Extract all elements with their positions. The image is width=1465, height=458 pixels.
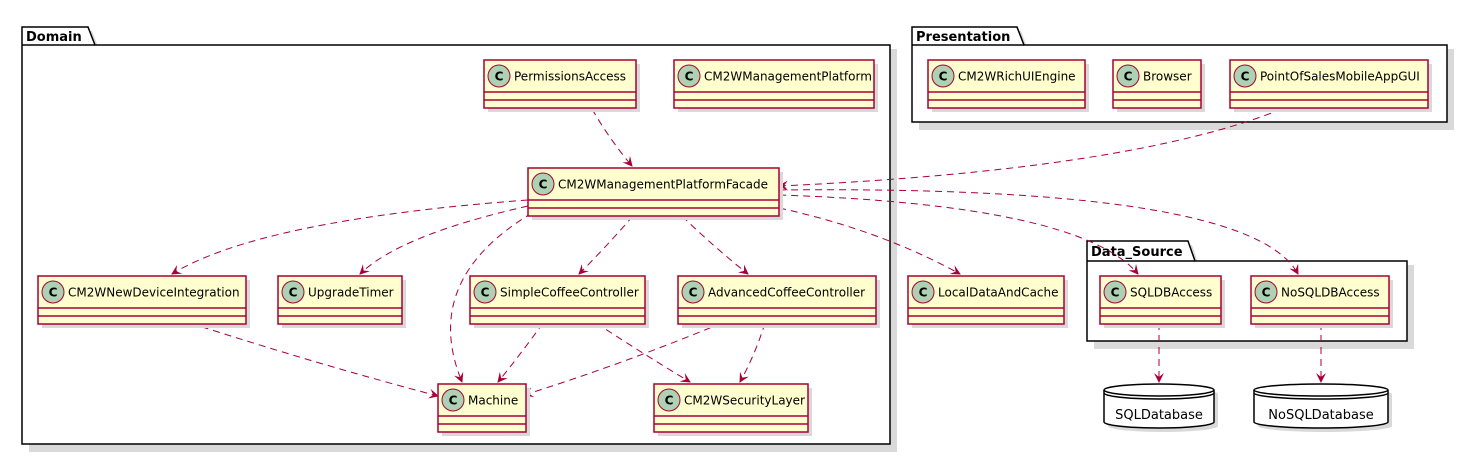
class-stereotype-letter: C xyxy=(1241,70,1250,84)
edge-simple-controller-to-security-layer xyxy=(595,322,691,383)
class-name: LocalDataAndCache xyxy=(938,286,1059,300)
edge-simple-controller-to-machine xyxy=(497,322,544,383)
class-management-platform[interactable]: C CM2WManagementPlatform xyxy=(673,59,878,112)
class-name: CM2WSecurityLayer xyxy=(684,394,805,408)
class-name: AdvancedCoffeeController xyxy=(708,286,865,300)
class-stereotype-icon xyxy=(657,388,681,412)
class-name: Browser xyxy=(1143,70,1192,84)
edge-facade-to-local-data xyxy=(778,207,961,275)
class-stereotype-letter: C xyxy=(1262,286,1271,300)
class-stereotype-icon xyxy=(531,172,555,196)
class-advanced-coffee-controller[interactable]: C AdvancedCoffeeController xyxy=(677,275,880,328)
class-stereotype-icon xyxy=(441,388,465,412)
class-stereotype-icon xyxy=(1116,64,1140,88)
edge-facade-to-upgrade-timer xyxy=(359,205,529,275)
class-upgrade-timer[interactable]: C UpgradeTimer xyxy=(277,275,406,328)
edge-facade-to-sqldb-access xyxy=(778,194,1139,275)
class-stereotype-icon xyxy=(681,280,705,304)
class-stereotype-letter: C xyxy=(449,394,458,408)
database-nosql[interactable]: NoSQLDatabase xyxy=(1253,383,1392,432)
class-stereotype-letter: C xyxy=(49,286,58,300)
class-stereotype-icon xyxy=(677,64,701,88)
class-local-data-and-cache[interactable]: C LocalDataAndCache xyxy=(907,275,1068,328)
class-name: CM2WManagementPlatformFacade xyxy=(558,178,768,192)
class-stereotype-icon xyxy=(1103,280,1127,304)
class-sqldb-access[interactable]: C SQLDBAccess xyxy=(1099,275,1225,328)
class-machine[interactable]: C Machine xyxy=(437,383,530,436)
class-stereotype-icon xyxy=(487,64,511,88)
class-security-layer[interactable]: C CM2WSecurityLayer xyxy=(653,383,812,436)
class-stereotype-letter: C xyxy=(1124,70,1133,84)
class-stereotype-icon xyxy=(911,280,935,304)
class-stereotype-icon xyxy=(1254,280,1278,304)
class-stereotype-letter: C xyxy=(481,286,490,300)
edge-permissions-to-facade xyxy=(591,108,633,167)
dependency-edges xyxy=(171,108,1326,399)
package-title-data-source: Data_Source xyxy=(1091,245,1183,260)
class-simple-coffee-controller[interactable]: C SimpleCoffeeController xyxy=(469,275,649,328)
class-name: Machine xyxy=(468,394,518,408)
database-sql[interactable]: SQLDatabase xyxy=(1103,383,1218,432)
class-stereotype-letter: C xyxy=(495,70,504,84)
edge-advanced-controller-to-machine xyxy=(523,322,723,398)
class-permissions-access[interactable]: C PermissionsAccess xyxy=(483,59,640,112)
edge-facade-to-machine xyxy=(450,212,533,383)
class-stereotype-icon xyxy=(41,280,65,304)
class-stereotype-letter: C xyxy=(665,394,674,408)
package-domain: Domain xyxy=(21,26,897,452)
edge-advanced-controller-to-security-layer xyxy=(739,322,766,383)
class-stereotype-letter: C xyxy=(1111,286,1120,300)
class-stereotype-letter: C xyxy=(919,286,928,300)
class-stereotype-letter: C xyxy=(689,286,698,300)
edge-pos-gui-to-facade xyxy=(778,108,1283,191)
class-stereotype-letter: C xyxy=(939,70,948,84)
class-stereotype-icon xyxy=(473,280,497,304)
class-name: UpgradeTimer xyxy=(308,286,394,300)
class-nosqldb-access[interactable]: C NoSQLDBAccess xyxy=(1250,275,1393,328)
class-browser[interactable]: C Browser xyxy=(1112,59,1205,112)
database-name: SQLDatabase xyxy=(1115,408,1203,423)
class-name: CM2WRichUIEngine xyxy=(958,70,1076,84)
edge-new-device-integration-to-machine xyxy=(189,322,439,399)
class-name: NoSQLDBAccess xyxy=(1281,286,1380,300)
edge-facade-to-simple-controller xyxy=(578,215,634,275)
class-name: SQLDBAccess xyxy=(1130,286,1212,300)
class-stereotype-icon xyxy=(1233,64,1257,88)
class-pos-mobile-app-gui[interactable]: C PointOfSalesMobileAppGUI xyxy=(1229,59,1432,112)
class-name: SimpleCoffeeController xyxy=(500,286,639,300)
database-symbols: SQLDatabase NoSQLDatabase xyxy=(1103,383,1392,432)
class-name: CM2WManagementPlatform xyxy=(704,70,872,84)
class-stereotype-letter: C xyxy=(289,286,298,300)
class-name: CM2WNewDeviceIntegration xyxy=(68,286,240,300)
class-stereotype-letter: C xyxy=(539,178,548,192)
edge-facade-to-nosqldb-access xyxy=(778,189,1299,275)
class-stereotype-icon xyxy=(931,64,955,88)
class-name: PermissionsAccess xyxy=(514,70,626,84)
package-title-presentation: Presentation xyxy=(916,30,1010,45)
class-stereotype-letter: C xyxy=(685,70,694,84)
class-stereotype-icon xyxy=(281,280,305,304)
class-name: PointOfSalesMobileAppGUI xyxy=(1260,70,1420,84)
class-new-device-integration[interactable]: C CM2WNewDeviceIntegration xyxy=(37,275,250,328)
class-platform-facade[interactable]: C CM2WManagementPlatformFacade xyxy=(527,167,783,220)
class-rich-ui-engine[interactable]: C CM2WRichUIEngine xyxy=(927,59,1089,112)
database-name: NoSQLDatabase xyxy=(1268,408,1373,423)
package-title-domain: Domain xyxy=(26,30,82,45)
